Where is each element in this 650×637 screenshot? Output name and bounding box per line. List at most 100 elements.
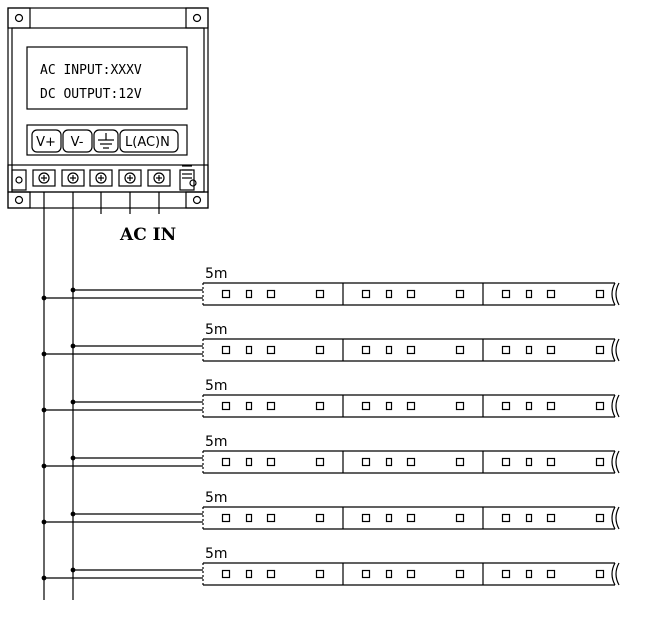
strip-break bbox=[615, 450, 620, 474]
mount-hole-icon bbox=[14, 13, 24, 23]
led-icon bbox=[315, 345, 325, 355]
terminal-label-ac bbox=[119, 129, 179, 153]
dc-output-label: DC OUTPUT:12V bbox=[40, 87, 142, 102]
terminal-vminus-text: V- bbox=[71, 135, 84, 150]
mount-hole-icon bbox=[14, 195, 24, 205]
resistor-icon bbox=[385, 513, 393, 523]
resistor-icon bbox=[245, 345, 253, 355]
screw-icon bbox=[189, 179, 197, 187]
led-icon bbox=[546, 345, 556, 355]
terminal-ac-text: L(AC)N bbox=[125, 135, 170, 150]
ac-input-label: AC INPUT:XXXV bbox=[40, 63, 142, 78]
led-icon bbox=[315, 513, 325, 523]
mount-tab-bottom-left bbox=[7, 191, 31, 209]
strip-break bbox=[611, 394, 616, 418]
resistor-icon bbox=[525, 457, 533, 467]
led-icon bbox=[221, 457, 231, 467]
led-icon bbox=[361, 457, 371, 467]
led-icon bbox=[455, 345, 465, 355]
terminal-cell bbox=[147, 169, 171, 187]
led-strip: 5m bbox=[41, 378, 620, 418]
resistor-icon bbox=[525, 345, 533, 355]
led-icon bbox=[546, 289, 556, 299]
mount-hole-icon bbox=[192, 13, 202, 23]
led-icon bbox=[595, 289, 605, 299]
led-icon bbox=[361, 569, 371, 579]
screw-icon bbox=[95, 172, 107, 184]
power-supply: AC INPUT:XXXV DC OUTPUT:12V V+ V- L(AC)N bbox=[7, 7, 209, 209]
mount-tab-top-right bbox=[185, 7, 209, 29]
resistor-icon bbox=[245, 513, 253, 523]
led-icon bbox=[406, 345, 416, 355]
screw-icon bbox=[38, 172, 50, 184]
strip-break bbox=[611, 450, 616, 474]
resistor-icon bbox=[245, 457, 253, 467]
led-icon bbox=[221, 569, 231, 579]
screw-icon bbox=[153, 172, 165, 184]
led-icon bbox=[595, 401, 605, 411]
led-icon bbox=[361, 513, 371, 523]
led-icon bbox=[455, 289, 465, 299]
resistor-icon bbox=[245, 569, 253, 579]
led-icon bbox=[546, 569, 556, 579]
terminal-block bbox=[7, 164, 209, 193]
led-icon bbox=[406, 569, 416, 579]
led-strip: 5m bbox=[41, 490, 620, 530]
led-icon bbox=[501, 513, 511, 523]
strip-break bbox=[615, 338, 620, 362]
led-strip: 5m bbox=[41, 322, 620, 362]
led-icon bbox=[501, 569, 511, 579]
ac-in-label: AC IN bbox=[119, 225, 176, 245]
led-icon bbox=[501, 457, 511, 467]
led-icon bbox=[406, 401, 416, 411]
strip-break bbox=[611, 338, 616, 362]
led-icon bbox=[455, 457, 465, 467]
led-icon bbox=[406, 457, 416, 467]
led-icon bbox=[361, 345, 371, 355]
led-icon bbox=[595, 457, 605, 467]
terminal-vplus-text: V+ bbox=[36, 135, 56, 150]
led-icon bbox=[455, 569, 465, 579]
led-icon bbox=[455, 513, 465, 523]
ac-input-leads bbox=[100, 192, 160, 214]
resistor-icon bbox=[385, 289, 393, 299]
resistor-icon bbox=[245, 289, 253, 299]
led-icon bbox=[266, 569, 276, 579]
strip-length-label: 5m bbox=[205, 434, 228, 450]
led-icon bbox=[361, 289, 371, 299]
terminal-cell bbox=[89, 169, 113, 187]
led-icon bbox=[595, 569, 605, 579]
strip-length-label: 5m bbox=[205, 322, 228, 338]
strip-length-label: 5m bbox=[205, 378, 228, 394]
strip-length-label: 5m bbox=[205, 546, 228, 562]
strip-length-label: 5m bbox=[205, 490, 228, 506]
mount-tab-bottom-right bbox=[185, 191, 209, 209]
led-icon bbox=[546, 401, 556, 411]
resistor-icon bbox=[525, 289, 533, 299]
led-icon bbox=[221, 401, 231, 411]
led-icon bbox=[221, 289, 231, 299]
screw-icon bbox=[67, 172, 79, 184]
terminal-label-ground bbox=[93, 129, 119, 153]
resistor-icon bbox=[385, 569, 393, 579]
terminal-cell bbox=[61, 169, 85, 187]
terminal-end-cap-left bbox=[11, 169, 27, 191]
strip-length-label: 5m bbox=[205, 266, 228, 282]
led-icon bbox=[406, 289, 416, 299]
led-icon bbox=[266, 345, 276, 355]
led-icon bbox=[501, 289, 511, 299]
strip-break bbox=[615, 562, 620, 586]
led-icon bbox=[266, 401, 276, 411]
led-strips: 5m 5m 5m 5m 5m 5m bbox=[41, 266, 620, 586]
psu-label-panel bbox=[26, 46, 188, 110]
led-icon bbox=[315, 401, 325, 411]
strip-break bbox=[615, 394, 620, 418]
led-icon bbox=[266, 289, 276, 299]
led-icon bbox=[221, 513, 231, 523]
led-icon bbox=[315, 569, 325, 579]
led-icon bbox=[501, 345, 511, 355]
terminal-cell bbox=[32, 169, 56, 187]
ground-icon bbox=[98, 133, 114, 149]
terminal-label-vplus bbox=[31, 129, 62, 153]
